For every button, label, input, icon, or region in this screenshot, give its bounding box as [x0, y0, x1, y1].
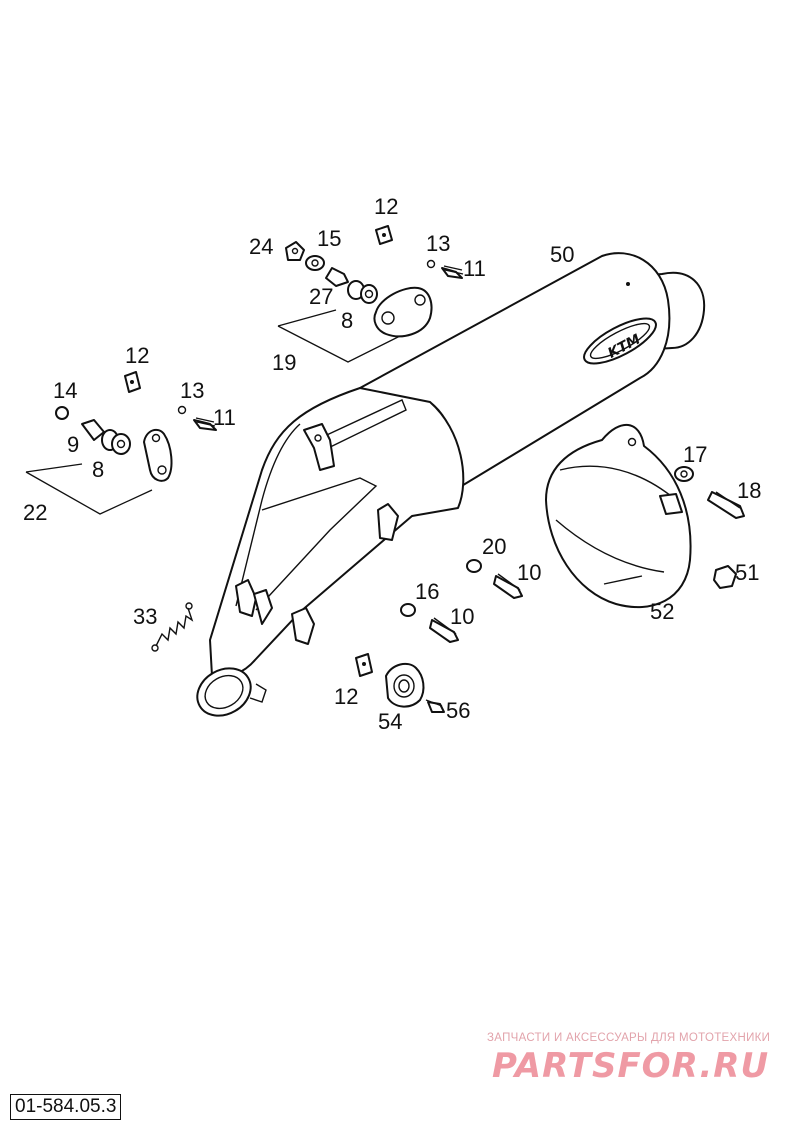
callout-54: 54: [378, 709, 402, 734]
callout-56: 56: [446, 698, 470, 723]
callout-8-top: 8: [341, 308, 353, 333]
callout-18: 18: [737, 478, 761, 503]
right-fasteners: [400, 466, 745, 643]
callout-20: 20: [482, 534, 506, 559]
callout-19: 19: [272, 350, 296, 375]
callout-33: 33: [133, 604, 157, 629]
callout-10-b: 10: [450, 604, 474, 629]
callout-24: 24: [249, 234, 273, 259]
callout-22: 22: [23, 500, 47, 525]
watermark-brand-logo: PARTSFOR.RU: [492, 1046, 770, 1086]
clamp-heat-shield: [545, 423, 692, 609]
callout-52: 52: [650, 599, 674, 624]
callout-51: 51: [735, 560, 759, 585]
upper-mount-group: [277, 225, 464, 363]
callout-14: 14: [53, 378, 77, 403]
bottom-parts: [355, 653, 445, 713]
callout-12-left: 12: [125, 343, 149, 368]
left-mount-group: [25, 371, 217, 515]
spring: [151, 602, 194, 652]
callout-27: 27: [309, 284, 333, 309]
callout-10-a: 10: [517, 560, 541, 585]
callout-11-top: 11: [463, 256, 486, 281]
silencer-body: KTM: [196, 252, 706, 717]
callout-8-left: 8: [92, 457, 104, 482]
callout-50: 50: [550, 242, 574, 267]
callout-16: 16: [415, 579, 439, 604]
watermark-tagline: ЗАПЧАСТИ И АКСЕССУАРЫ ДЛЯ МОТОТЕХНИКИ: [487, 1032, 771, 1044]
callout-15: 15: [317, 226, 341, 251]
callout-11-left: 11: [213, 405, 236, 430]
callout-12-bottom: 12: [334, 684, 358, 709]
callout-17: 17: [683, 442, 707, 467]
callout-labels: 12 24 15 13 11 50 27 8 19 12 14 13 11 9 …: [23, 194, 761, 734]
callout-13-top: 13: [426, 231, 450, 256]
callout-9: 9: [67, 432, 79, 457]
drawing-number: 01-584.05.3: [10, 1094, 122, 1120]
callout-12-top: 12: [374, 194, 398, 219]
callout-13-left: 13: [180, 378, 204, 403]
